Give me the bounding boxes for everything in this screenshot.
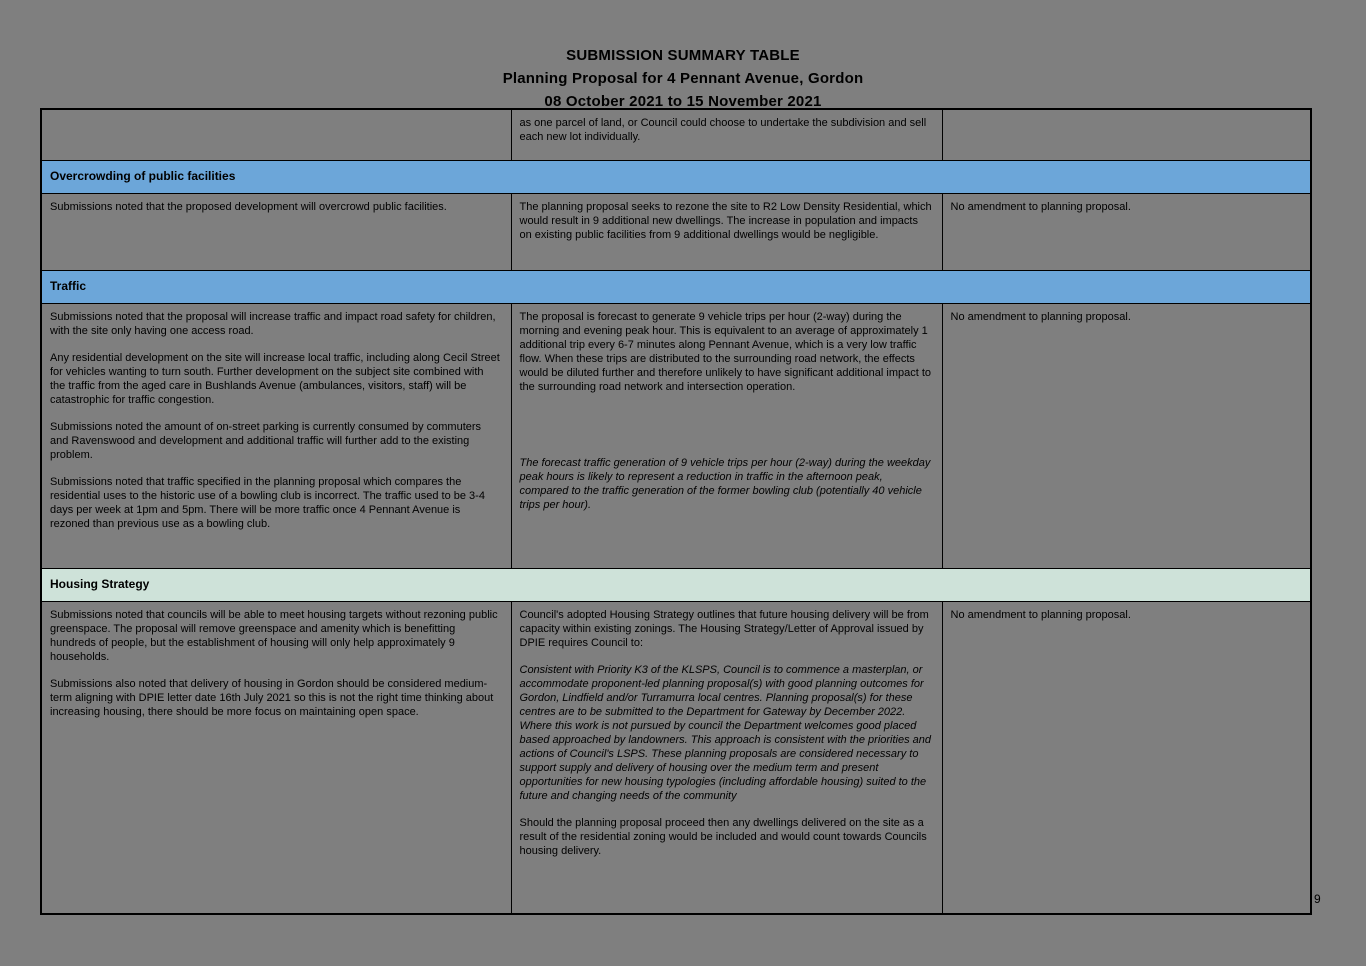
submission-cell-empty [40, 108, 512, 161]
submission-cell-overcrowding: Submissions noted that the proposed deve… [40, 193, 512, 271]
response-paragraph: Should the planning proposal proceed the… [519, 817, 927, 857]
section-header-row-overcrowding: Overcrowding of public facilities [40, 160, 1312, 194]
amendment-text: No amendment to planning proposal. [950, 311, 1131, 323]
amendment-cell-empty [941, 108, 1312, 161]
submission-paragraph: Submissions noted the amount of on-stree… [50, 421, 482, 461]
table-row-continuation: as one parcel of land, or Council could … [40, 108, 1312, 161]
section-title-housing: Housing Strategy [40, 568, 1312, 602]
page-number: 9 [1314, 892, 1321, 906]
amendment-text: No amendment to planning proposal. [950, 201, 1131, 213]
submission-paragraph: Any residential development on the site … [50, 352, 500, 406]
title-line-1: SUBMISSION SUMMARY TABLE [566, 47, 800, 64]
amendment-text: No amendment to planning proposal. [950, 609, 1131, 621]
document-title: SUBMISSION SUMMARY TABLE Planning Propos… [0, 44, 1366, 113]
submission-paragraph: Submissions noted that the proposal will… [50, 311, 496, 337]
amendment-cell-overcrowding: No amendment to planning proposal. [941, 193, 1312, 271]
amendment-cell-traffic: No amendment to planning proposal. [941, 303, 1312, 569]
response-cell-housing: Council's adopted Housing Strategy outli… [510, 601, 943, 915]
response-paragraph: The planning proposal seeks to rezone th… [519, 201, 932, 241]
response-cell-overcrowding: The planning proposal seeks to rezone th… [510, 193, 943, 271]
submission-paragraph: Submissions also noted that delivery of … [50, 678, 494, 718]
title-line-3: 08 October 2021 to 15 November 2021 [544, 93, 822, 110]
section-title-overcrowding: Overcrowding of public facilities [40, 160, 1312, 194]
response-paragraph: Council's adopted Housing Strategy outli… [519, 609, 929, 649]
submission-cell-traffic: Submissions noted that the proposal will… [40, 303, 512, 569]
continuation-text: as one parcel of land, or Council could … [519, 117, 927, 143]
submission-paragraph: Submissions noted that traffic specified… [50, 476, 485, 530]
submission-paragraph: Submissions noted that councils will be … [50, 609, 498, 663]
title-line-2: Planning Proposal for 4 Pennant Avenue, … [502, 70, 864, 87]
submission-summary-table: as one parcel of land, or Council could … [40, 108, 1312, 915]
table-row-traffic: Submissions noted that the proposal will… [40, 303, 1312, 569]
response-cell-continuation: as one parcel of land, or Council could … [510, 108, 943, 161]
section-header-row-housing: Housing Strategy [40, 568, 1312, 602]
amendment-cell-housing: No amendment to planning proposal. [941, 601, 1312, 915]
response-paragraph: The forecast traffic generation of 9 veh… [519, 457, 931, 511]
response-quote: Consistent with Priority K3 of the KLSPS… [519, 664, 932, 802]
section-header-row-traffic: Traffic [40, 270, 1312, 304]
table-row-housing: Submissions noted that councils will be … [40, 601, 1312, 915]
response-paragraph: The proposal is forecast to generate 9 v… [519, 311, 932, 393]
submission-paragraph: Submissions noted that the proposed deve… [50, 201, 447, 213]
response-cell-traffic: The proposal is forecast to generate 9 v… [510, 303, 943, 569]
table-row-overcrowding: Submissions noted that the proposed deve… [40, 193, 1312, 271]
submission-cell-housing: Submissions noted that councils will be … [40, 601, 512, 915]
section-title-traffic: Traffic [40, 270, 1312, 304]
